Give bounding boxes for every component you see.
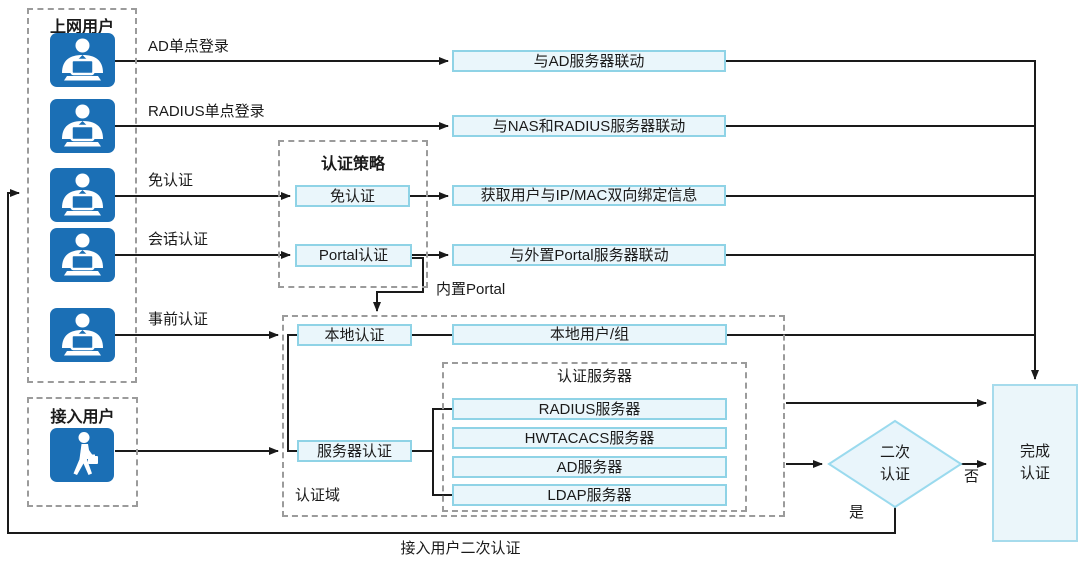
server-radius: RADIUS服务器 [452, 398, 727, 420]
internet-users-title: 上网用户 [49, 19, 114, 36]
action-external-portal-link: 与外置Portal服务器联动 [452, 244, 726, 266]
server-hwtacacs: HWTACACS服务器 [452, 427, 727, 449]
access-users-title: 接入用户 [50, 409, 115, 426]
action-nas-radius-link: 与NAS和RADIUS服务器联动 [452, 115, 726, 137]
server-ldap: LDAP服务器 [452, 484, 727, 506]
laptop-user-icon [50, 308, 115, 367]
auth-policy-title: 认证策略 [320, 156, 385, 173]
flow-label-session: 会话认证 [148, 231, 209, 248]
flow-label-ad-sso: AD单点登录 [148, 38, 229, 55]
inner-portal-note: 内置Portal [436, 281, 506, 298]
walking-user-icon [50, 428, 114, 487]
decision-diamond [827, 419, 963, 509]
laptop-user-icon [50, 99, 115, 158]
local-auth-box: 本地认证 [297, 324, 412, 346]
flow-label-pre-auth: 事前认证 [148, 311, 209, 328]
action-ad-server-link: 与AD服务器联动 [452, 50, 726, 72]
auth-policy-group [278, 140, 428, 288]
local-users-group-box: 本地用户/组 [452, 324, 727, 345]
policy-item-no-auth: 免认证 [295, 185, 410, 207]
action-ip-mac-binding: 获取用户与IP/MAC双向绑定信息 [452, 185, 726, 206]
laptop-user-icon [50, 228, 115, 287]
server-ad: AD服务器 [452, 456, 727, 478]
bottom-note: 接入用户二次认证 [400, 540, 521, 557]
auth-domain-group [282, 315, 785, 517]
policy-item-portal-auth: Portal认证 [295, 244, 412, 267]
auth-domain-label: 认证域 [295, 487, 341, 504]
auth-servers-title: 认证服务器 [556, 368, 632, 385]
decision-no-label: 否 [964, 468, 980, 485]
flow-label-no-auth: 免认证 [148, 172, 194, 189]
server-auth-box: 服务器认证 [297, 440, 412, 462]
access-users-group [27, 397, 138, 507]
decision-yes-label: 是 [849, 504, 865, 521]
laptop-user-icon [50, 33, 115, 92]
final-auth-box: 完成认证 [992, 384, 1078, 542]
auth-servers-group [442, 362, 747, 512]
laptop-user-icon [50, 168, 115, 227]
internet-users-group [27, 8, 137, 383]
decision-label: 二次认证 [879, 444, 910, 483]
flow-label-radius-sso: RADIUS单点登录 [148, 103, 265, 120]
